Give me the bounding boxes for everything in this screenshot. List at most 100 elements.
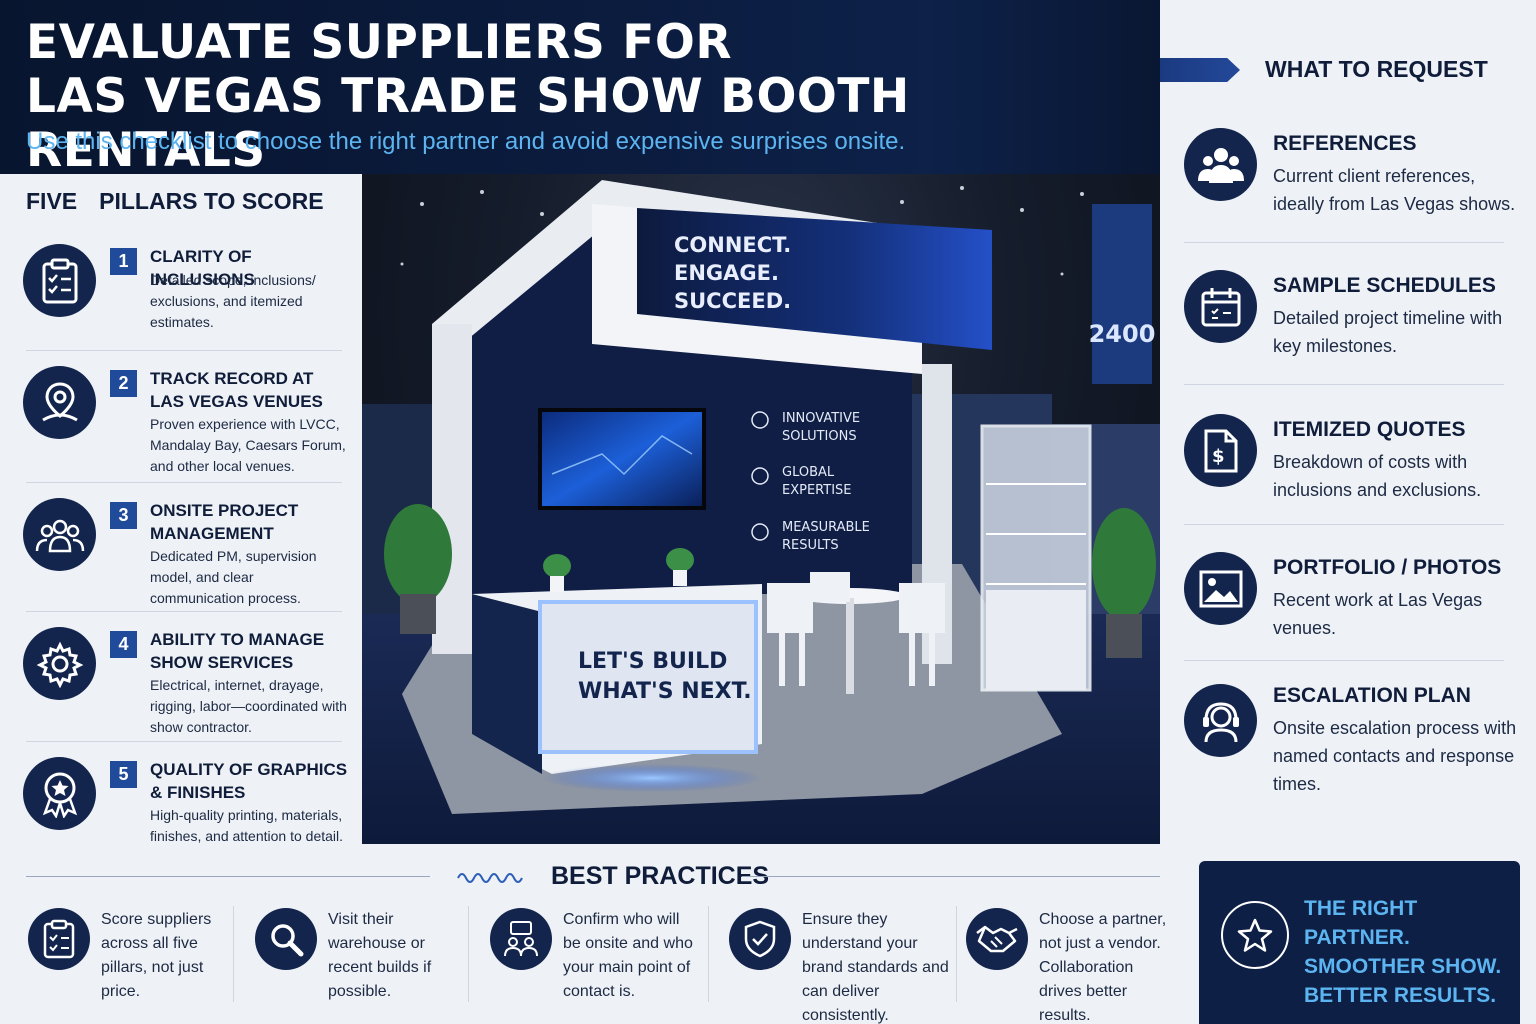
best-practice-item: Ensure they understand your brand standa… (729, 906, 954, 1024)
counter-plant-pot (673, 570, 687, 586)
sign-line-3: SUCCEED. (674, 289, 791, 313)
counter-plant-pot (550, 576, 564, 592)
item-separator (233, 906, 234, 1002)
pillar-title: ONSITE PROJECT MANAGEMENT (150, 501, 299, 543)
request-item-description: Current client references, ideally from … (1273, 166, 1516, 214)
request-item-title: ESCALATION PLAN (1273, 684, 1471, 707)
globe-icon (751, 467, 769, 485)
pillar-title: CLARITY OF INCLUSIONS (150, 247, 255, 289)
best-practice-text: Confirm who will be onsite and who your … (563, 911, 693, 1000)
decorative-squiggle-icon (457, 873, 523, 883)
display-cabinet (986, 590, 1086, 690)
counter-line-1: LET'S BUILD (578, 649, 727, 674)
feature-3-line-1: MEASURABLE (782, 520, 870, 535)
page-title: EVALUATE SUPPLIERS FOR LAS VEGAS TRADE S… (26, 16, 1126, 178)
request-item-description: Breakdown of costs with inclusions and e… (1273, 452, 1482, 500)
request-divider (1184, 660, 1504, 661)
request-item-description: Onsite escalation process with named con… (1273, 718, 1517, 794)
callout-text: THE RIGHT PARTNER. SMOOTHER SHOW. BETTER… (1304, 894, 1514, 1010)
title-line-1: EVALUATE SUPPLIERS FOR (26, 15, 733, 70)
pillar-title: TRACK RECORD AT LAS VEGAS VENUES (150, 369, 323, 411)
feature-2-line-2: EXPERTISE (782, 483, 852, 498)
counter-line-2: WHAT'S NEXT. (578, 679, 752, 704)
map-pin-icon (23, 366, 96, 439)
item-separator (468, 906, 469, 1002)
feature-1-line-2: SOLUTIONS (782, 429, 857, 444)
lightbulb-icon (751, 411, 769, 429)
banner-number: 2400 (1089, 320, 1156, 348)
pillar-number: 1 (110, 248, 137, 275)
pillar-number: 4 (110, 631, 137, 658)
pillars-panel: FIVE PILLARS TO SCORE 1 CLARITY OF INCLUS… (0, 174, 362, 852)
page-subtitle: Use this checklist to choose the right p… (26, 128, 906, 155)
callout-line-3: BETTER RESULTS. (1304, 984, 1497, 1007)
pillar-description: High-quality printing, materials, finish… (150, 807, 344, 844)
counter-text: LET'S BUILD WHAT'S NEXT. (578, 649, 752, 704)
star-icon (1221, 901, 1289, 969)
request-item-title: REFERENCES (1273, 132, 1417, 155)
people-icon (1184, 128, 1257, 201)
team-icon (23, 498, 96, 571)
pillar-number: 5 (110, 761, 137, 788)
header-rule (742, 876, 1160, 877)
feature-3-line-2: RESULTS (782, 538, 839, 553)
pillar-description: Electrical, internet, drayage, rigging, … (150, 677, 347, 735)
pillars-title-word2: PILLARS TO SCORE (99, 188, 324, 214)
best-practices-title: BEST PRACTICES (551, 862, 770, 890)
pillar-divider (26, 741, 342, 742)
booth-column (432, 324, 472, 654)
pillar-description: Dedicated PM, supervision model, and cle… (150, 548, 317, 606)
best-practice-text: Visit their warehouse or recent builds i… (328, 911, 432, 1000)
counter-side (472, 594, 542, 774)
best-practice-item: Visit their warehouse or recent builds i… (255, 906, 465, 1006)
quote-document-icon: $ (1184, 414, 1257, 487)
callout-line-2: SMOOTHER SHOW. (1304, 955, 1502, 978)
plant-left (384, 504, 452, 634)
pillar-divider (26, 350, 342, 351)
request-divider (1184, 524, 1504, 525)
pillar-description: Proven experience with LVCC, Mandalay Ba… (150, 416, 346, 474)
best-practice-item: Confirm who will be onsite and who your … (490, 906, 705, 1006)
plant-right (1092, 508, 1156, 658)
pillar-title: QUALITY OF GRAPHICS & FINISHES (150, 760, 348, 802)
title-line-2: LAS VEGAS TRADE SHOW BOOTH RENTALS (26, 69, 910, 178)
checklist-icon (28, 908, 90, 970)
request-divider (1184, 384, 1504, 385)
calendar-icon (1184, 270, 1257, 343)
best-practices-header: BEST PRACTICES (0, 852, 1185, 898)
sign-line-2: ENGAGE. (674, 261, 779, 285)
image-icon (1184, 552, 1257, 625)
counter-lightbox (538, 600, 758, 754)
handshake-icon (966, 908, 1028, 970)
hanging-banner (1092, 204, 1152, 384)
svg-text:$: $ (1212, 446, 1225, 467)
shield-check-icon (729, 908, 791, 970)
counter-glow (542, 764, 762, 792)
magnifier-icon (255, 908, 317, 970)
contact-icon (490, 908, 552, 970)
header-rule (26, 876, 430, 877)
request-panel: WHAT TO REQUEST REFERENCES Current clien… (1160, 36, 1536, 846)
tv-screen (538, 408, 706, 510)
feature-list: INNOVATIVE SOLUTIONS GLOBAL EXPERTISE ME… (751, 411, 870, 553)
lounge-furniture (767, 572, 945, 694)
best-practice-item: Choose a partner, not just a vendor. Col… (966, 906, 1191, 1024)
callout-line-1: THE RIGHT PARTNER. (1304, 897, 1418, 949)
headset-icon (1184, 684, 1257, 757)
pillars-title: FIVE PILLARS TO SCORE (26, 188, 324, 215)
pillar-divider (26, 611, 342, 612)
request-divider (1184, 242, 1504, 243)
booth-photo: 2400 CONNECT. ENGAGE. SUCCEED. INNOVATIV… (362, 174, 1160, 844)
item-separator (956, 906, 957, 1002)
request-item-description: Detailed project timeline with key miles… (1273, 308, 1503, 356)
feature-2-line-1: GLOBAL (782, 465, 835, 480)
pillar-description: Detailed scope, inclusions/ exclusions, … (150, 272, 316, 330)
callout-box: THE RIGHT PARTNER. SMOOTHER SHOW. BETTER… (1199, 861, 1520, 1024)
pillars-title-word1: FIVE (26, 188, 78, 214)
pillar-number: 3 (110, 502, 137, 529)
sign-line: CONNECT. ENGAGE. SUCCEED. (674, 233, 799, 313)
feature-1-line-1: INNOVATIVE (782, 411, 860, 426)
award-icon (23, 757, 96, 830)
best-practice-text: Choose a partner, not just a vendor. Col… (1039, 911, 1167, 1024)
pillar-title: ABILITY TO MANAGE SHOW SERVICES (150, 630, 325, 672)
